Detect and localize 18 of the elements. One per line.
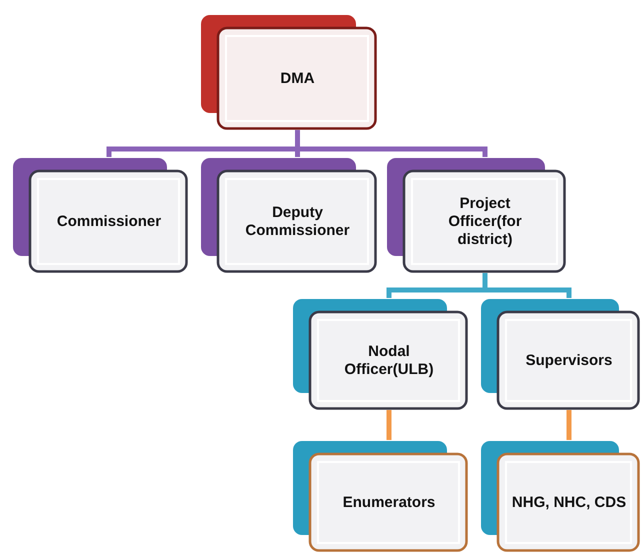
role-label: Deputy Commissioner: [244, 204, 351, 240]
org-chart-box: [200, 157, 377, 273]
connector-line: [566, 410, 572, 440]
role-label: Enumerators: [342, 494, 436, 512]
org-chart-box: [292, 440, 468, 552]
role-label: Nodal Officer(ULB): [343, 343, 435, 379]
role-label: Project Officer(for district): [447, 195, 523, 249]
org-chart-box: [480, 440, 640, 552]
org-chart-box: [292, 298, 468, 410]
role-label: NHG, NHC, CDS: [512, 494, 626, 512]
role-label: Supervisors: [526, 352, 612, 370]
org-chart-box: [12, 157, 188, 273]
role-label: Commissioner: [56, 213, 162, 231]
connector-line: [386, 410, 392, 440]
role-label: DMA: [280, 70, 315, 88]
org-chart-box: [200, 14, 377, 130]
org-chart-box: [480, 298, 640, 410]
org-chart-box: [386, 157, 566, 273]
